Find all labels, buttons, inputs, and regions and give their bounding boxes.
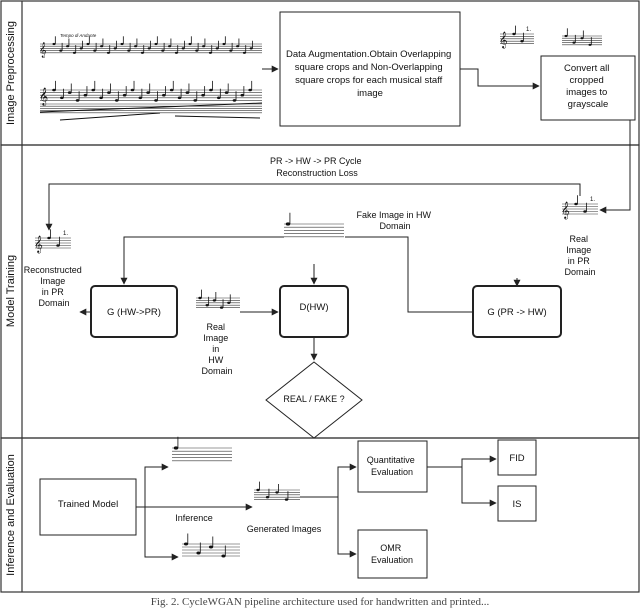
- generator-pr-to-hw-label: G (PR -> HW): [487, 307, 546, 318]
- real-pr-image: 𝄞 1.: [561, 195, 598, 219]
- real-hw-image: [196, 289, 240, 309]
- staff-number: 1.: [526, 27, 531, 33]
- arrow-grayscale-to-training: [599, 120, 631, 214]
- grayscale-text: Convert all cropped images to grayscale: [564, 63, 612, 110]
- staff-number: 1.: [590, 197, 595, 203]
- staff-number: 1.: [63, 231, 68, 237]
- arrow-generated-to-omr: [337, 497, 357, 558]
- treble-clef-icon: 𝄞: [39, 87, 48, 106]
- omr-evaluation-box: [357, 529, 428, 579]
- grayscale-box: [540, 55, 636, 121]
- figure-caption: Fig. 2. CycleWGAN pipeline architecture …: [150, 596, 490, 608]
- cropped-handwritten-crop: [562, 28, 602, 46]
- cycle-loss-label: PR -> HW -> PR Cycle Reconstruction Loss: [270, 156, 364, 178]
- omr-evaluation-label: OMR Evaluation: [371, 543, 413, 565]
- reconstructed-image: 𝄞 1.: [34, 229, 71, 253]
- handwritten-score-image: [39, 102, 263, 121]
- generated-image-bottom: [182, 533, 240, 558]
- treble-clef-icon: 𝄞: [34, 235, 43, 253]
- treble-clef-icon: 𝄞: [561, 201, 570, 219]
- arrow-quant-to-fid: [427, 455, 497, 468]
- real-pr-label: Real Image in PR Domain: [564, 234, 595, 277]
- lane-label-preprocessing: Image Preprocessing: [5, 21, 17, 125]
- generated-images-label: Generated Images: [247, 524, 322, 534]
- treble-clef-icon: 𝄞: [499, 33, 508, 49]
- score-heading: Tempo di Andante: [60, 33, 97, 38]
- lane-inference: Inference and Evaluation: [0, 437, 640, 593]
- real-hw-label: Real Image in HW Domain: [201, 322, 232, 376]
- treble-clef-icon: 𝄞: [39, 43, 47, 58]
- fid-label: FID: [509, 453, 524, 464]
- is-label: IS: [513, 499, 522, 510]
- fake-hw-image: [284, 212, 344, 238]
- arrow-generated-to-quant: [300, 463, 357, 498]
- fake-hw-label: Fake Image in HW Domain: [356, 210, 433, 231]
- real-fake-decision-label: REAL / FAKE ?: [283, 394, 344, 404]
- discriminator-hw-label: D(HW): [299, 302, 328, 313]
- lane-label-inference: Inference and Evaluation: [5, 454, 17, 576]
- arrow-model-to-generated-bottom: [144, 507, 179, 561]
- is-box: [497, 485, 537, 522]
- reconstructed-label: Reconstructed Image in PR Domain: [24, 265, 85, 308]
- arrow-augmentation-to-grayscale: [460, 68, 540, 90]
- printed-score-image: Tempo di Andante 𝄞 𝄞: [39, 33, 262, 106]
- quantitative-evaluation-label: Quantitative Evaluation: [367, 455, 418, 477]
- cropped-printed-crop: 𝄞 1.: [499, 25, 534, 49]
- arrow-fake-to-generator-hw-pr: [120, 236, 284, 285]
- augmentation-text: Data Augmentation.Obtain Overlapping squ…: [286, 49, 454, 99]
- arrow-generator-to-fake: [345, 236, 473, 313]
- generator-hw-to-pr-label: G (HW->PR): [107, 307, 161, 318]
- arrow-cycle-loss: [45, 183, 581, 231]
- quantitative-evaluation-box: [357, 440, 428, 493]
- trained-model-label: Trained Model: [58, 499, 118, 510]
- generated-image-top: [172, 436, 232, 462]
- augmentation-box: [279, 11, 461, 127]
- trained-model-box: [39, 478, 137, 536]
- inference-label: Inference: [175, 513, 213, 523]
- generated-image-middle: [254, 481, 300, 501]
- fid-box: [497, 439, 537, 476]
- real-fake-decision: [265, 361, 363, 439]
- lane-label-training: Model Training: [5, 255, 17, 327]
- arrow-model-to-generated-top: [136, 463, 169, 508]
- arrow-quant-to-is: [461, 467, 497, 507]
